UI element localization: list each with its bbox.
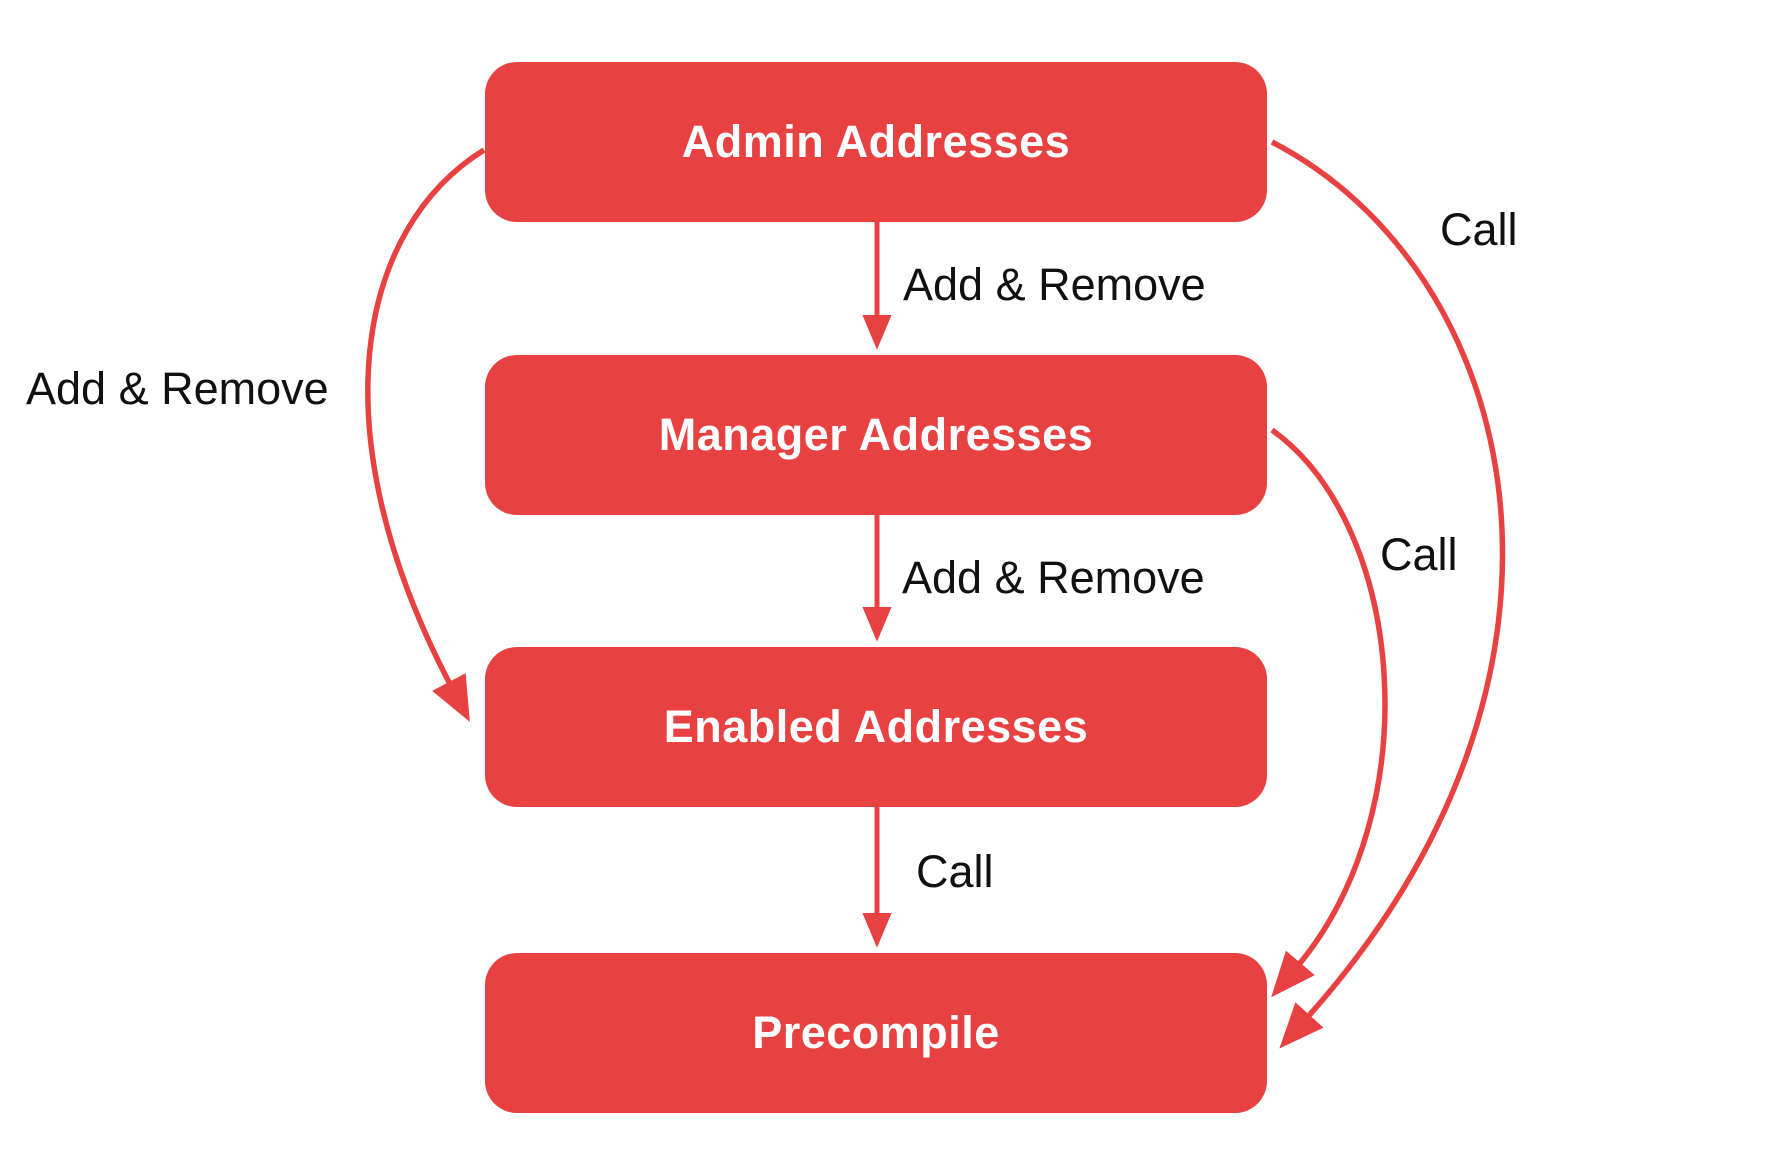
node-admin-addresses-label: Admin Addresses	[681, 116, 1071, 167]
edge-label-admin-to-manager: Add & Remove	[903, 259, 1206, 310]
node-precompile: Precompile	[485, 953, 1267, 1113]
edge-label-admin-to-precompile: Call	[1440, 204, 1518, 255]
edge-label-admin-to-enabled: Add & Remove	[26, 363, 329, 414]
edge-admin-to-enabled-left-curve	[365, 147, 486, 722]
node-enabled-addresses: Enabled Addresses	[485, 647, 1267, 807]
edge-label-enabled-to-precompile: Call	[916, 846, 994, 897]
node-manager-addresses-label: Manager Addresses	[658, 409, 1094, 460]
edge-admin-to-precompile-right-curve	[1270, 139, 1506, 1049]
node-manager-addresses: Manager Addresses	[485, 355, 1267, 515]
node-precompile-label: Precompile	[752, 1007, 1000, 1058]
node-enabled-addresses-label: Enabled Addresses	[663, 701, 1089, 752]
edge-label-manager-to-precompile: Call	[1380, 529, 1458, 580]
edge-manager-to-precompile-right-curve	[1270, 427, 1388, 998]
edge-label-manager-to-enabled: Add & Remove	[902, 552, 1205, 603]
node-admin-addresses: Admin Addresses	[485, 62, 1267, 222]
